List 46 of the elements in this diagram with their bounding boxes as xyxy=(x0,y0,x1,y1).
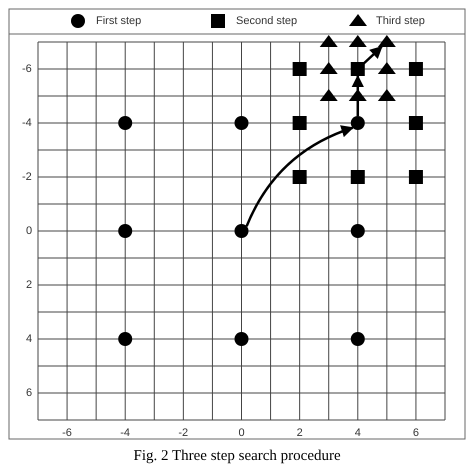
square-marker xyxy=(408,62,423,76)
square-marker xyxy=(350,170,365,184)
circle-marker xyxy=(234,332,248,346)
square-marker xyxy=(350,62,365,76)
circle-marker xyxy=(350,224,365,238)
circle-marker xyxy=(118,116,132,130)
square-marker xyxy=(408,116,423,130)
arrow xyxy=(245,126,354,227)
tick-label: -2 xyxy=(178,427,188,439)
circle-marker xyxy=(234,224,248,238)
square-marker xyxy=(292,170,307,184)
tick-label: 4 xyxy=(26,333,32,345)
tick-label: -4 xyxy=(22,117,32,129)
triangle-marker xyxy=(348,89,367,101)
square-marker xyxy=(408,170,423,184)
tick-label: 0 xyxy=(26,225,32,237)
arrow xyxy=(352,74,364,116)
tick-label: 4 xyxy=(354,427,361,439)
square-marker xyxy=(292,62,307,76)
tick-label: -6 xyxy=(22,63,32,75)
legend-label: Third step xyxy=(376,15,425,27)
circle-marker xyxy=(350,332,365,346)
circle-marker xyxy=(350,116,365,130)
arrow xyxy=(362,46,383,66)
circle-marker xyxy=(118,332,132,346)
tick-label: -2 xyxy=(22,171,32,183)
figure-caption: Fig. 2 Three step search procedure xyxy=(134,448,341,464)
legend-label: Second step xyxy=(236,15,298,27)
tick-label: 6 xyxy=(412,427,420,439)
tick-label: 6 xyxy=(26,387,32,399)
triangle-marker xyxy=(320,89,338,101)
tick-label: -6 xyxy=(62,427,72,439)
triangle-marker xyxy=(378,35,396,47)
triangle-marker xyxy=(320,62,338,74)
tick-label: 2 xyxy=(296,427,303,439)
triangle-marker xyxy=(348,35,367,47)
triangle-marker xyxy=(378,62,396,74)
triangle-marker xyxy=(378,89,396,101)
circle-marker xyxy=(118,224,132,238)
legend-label: First step xyxy=(96,15,142,27)
square-marker xyxy=(292,116,307,130)
tick-label: 2 xyxy=(26,279,32,291)
triangle-marker xyxy=(320,35,338,47)
tick-label: -4 xyxy=(120,427,130,439)
circle-marker xyxy=(234,116,248,130)
tick-label: 0 xyxy=(238,427,245,439)
